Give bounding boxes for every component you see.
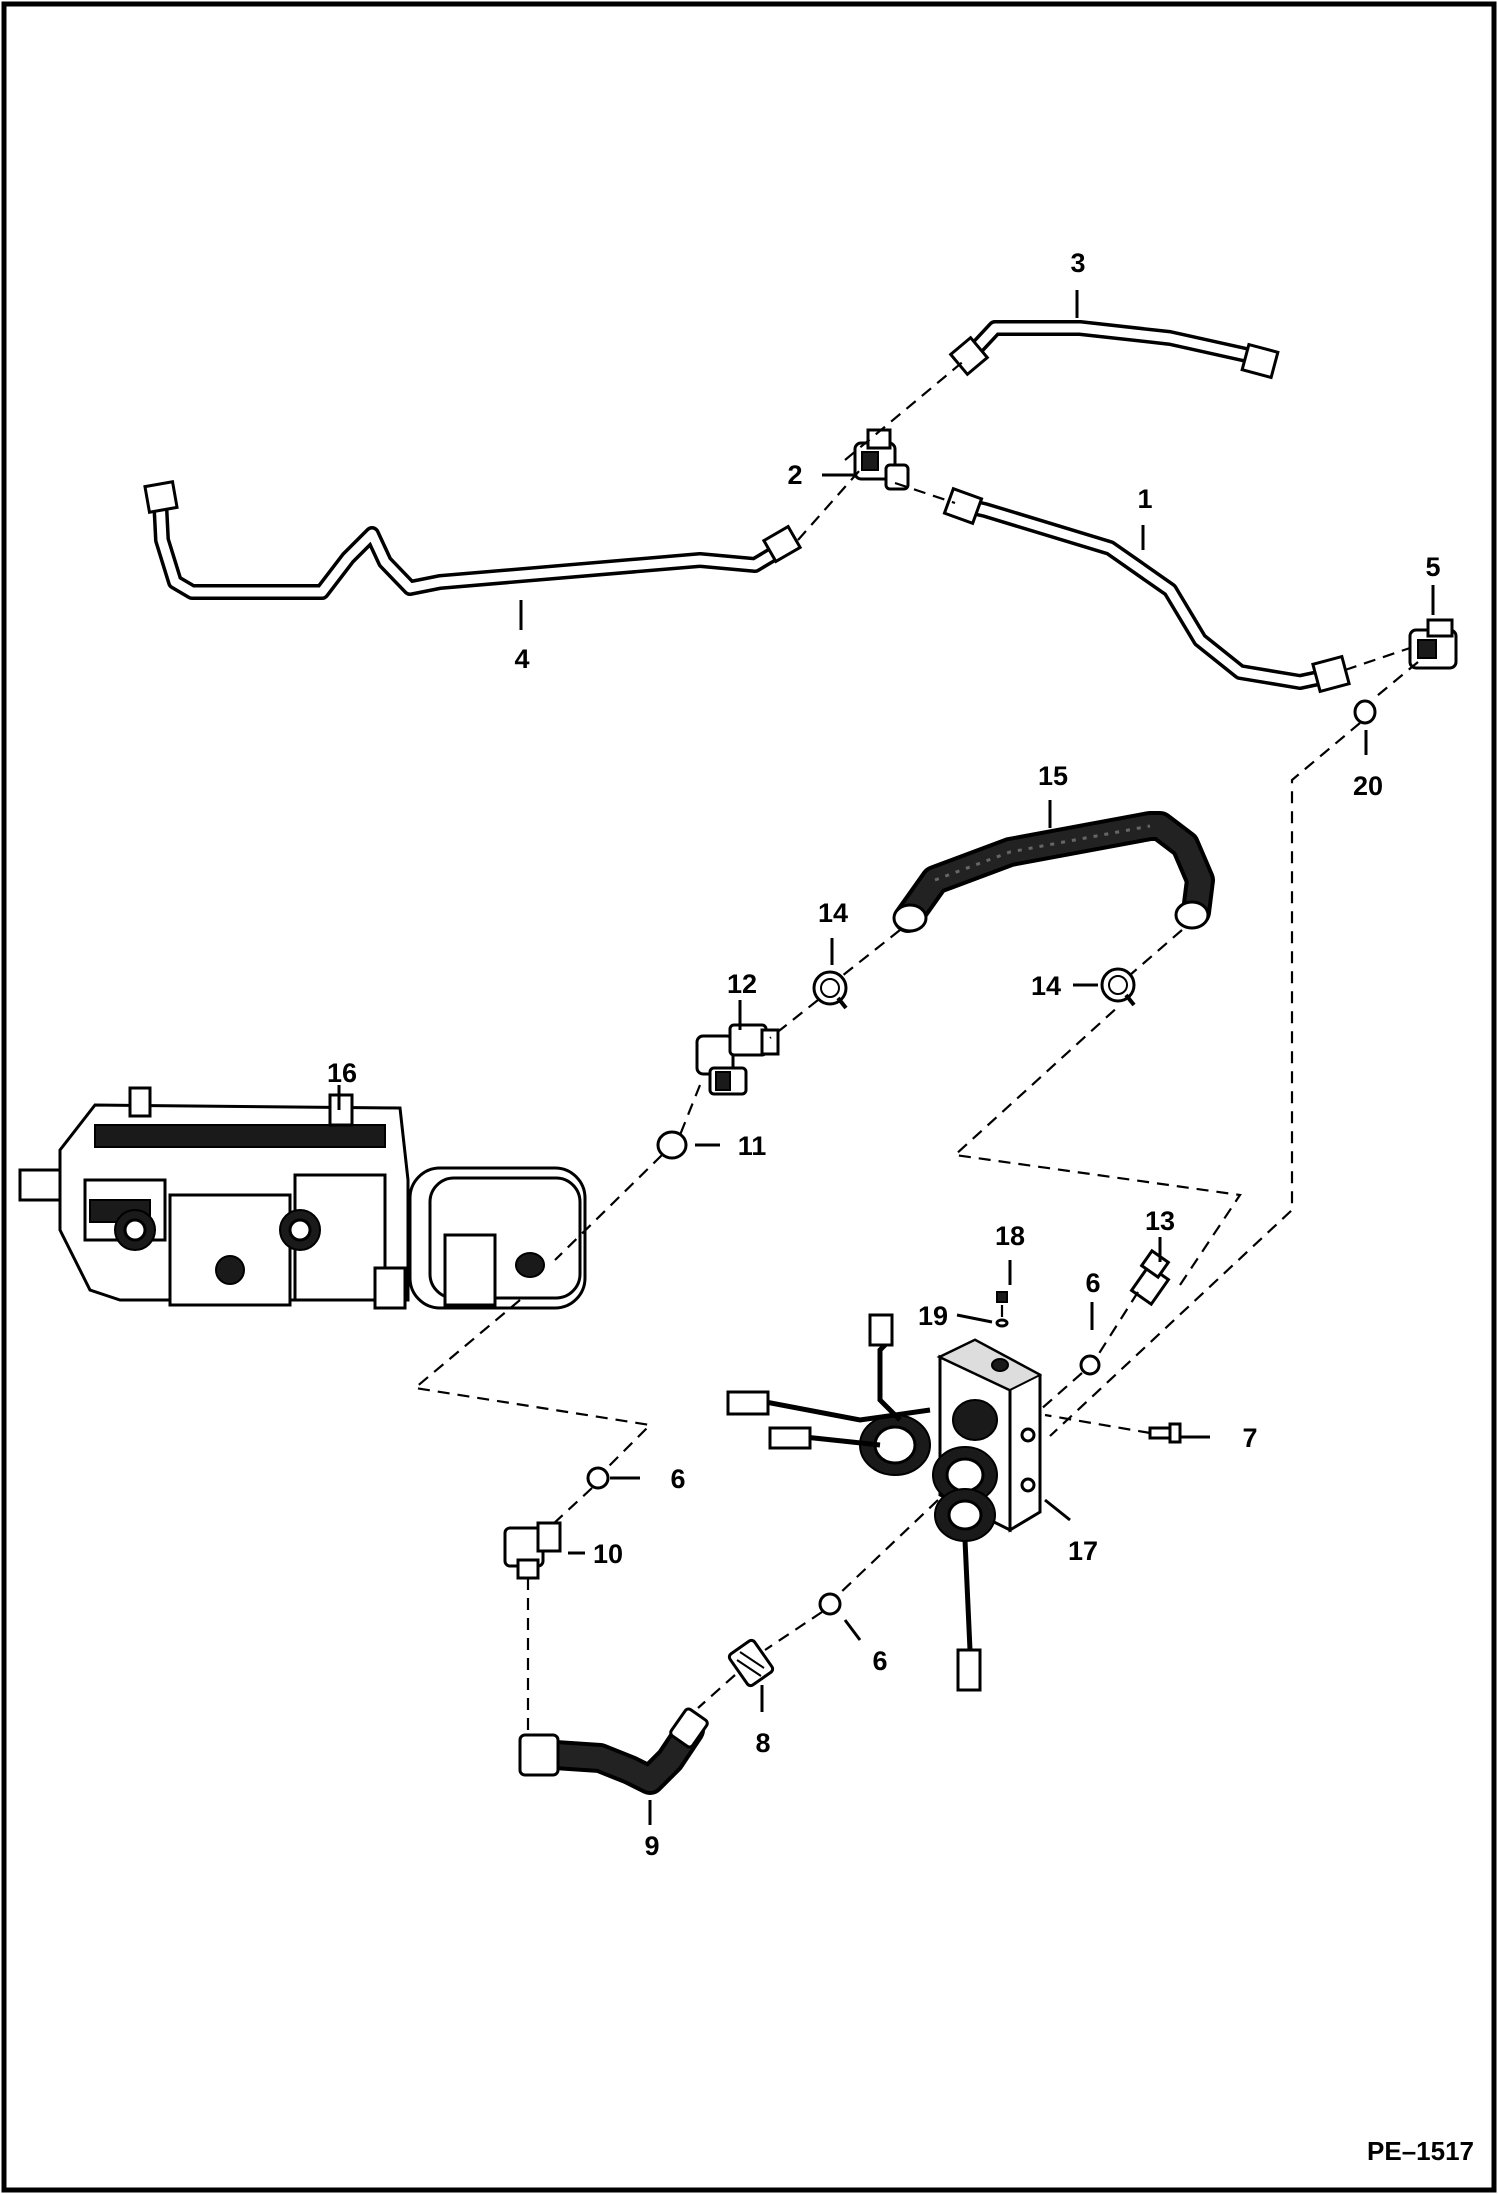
callout-2: 2: [787, 460, 802, 490]
clamp-14-right: [1100, 967, 1136, 1007]
callout-6-left: 6: [670, 1464, 685, 1494]
callout-7: 7: [1242, 1423, 1257, 1453]
fitting-2: [853, 428, 910, 491]
callout-labels: 3 2 1 4 5 20 15 14 14 12 11 16 18 19 6 1…: [327, 248, 1441, 1861]
plug-18: [996, 1291, 1008, 1303]
callout-17: 17: [1068, 1536, 1098, 1566]
callout-11: 11: [738, 1131, 767, 1161]
screw-7: [1148, 1422, 1182, 1444]
o-ring-6-left: [586, 1466, 610, 1490]
valve-block-17: [726, 1313, 1043, 1692]
o-ring-19: [995, 1318, 1009, 1328]
hose-15: [892, 811, 1215, 933]
elbow-fitting-10: [503, 1521, 562, 1580]
callout-6-block: 6: [1085, 1268, 1100, 1298]
tube-3: [948, 320, 1280, 380]
callout-5: 5: [1425, 552, 1440, 582]
clamp-14-left: [812, 970, 848, 1010]
callout-3: 3: [1070, 248, 1085, 278]
callout-19: 19: [918, 1301, 948, 1331]
callout-18: 18: [995, 1221, 1025, 1251]
callout-14-right: 14: [1031, 971, 1061, 1001]
leader-lines: [337, 290, 1435, 1825]
callout-10: 10: [593, 1539, 623, 1569]
tube-4: [143, 480, 803, 600]
callout-20: 20: [1353, 771, 1383, 801]
callout-9: 9: [644, 1831, 659, 1861]
callout-15: 15: [1038, 761, 1068, 791]
fitting-12: [695, 1023, 780, 1096]
o-ring-6-lower: [818, 1592, 842, 1616]
figure-code: PE–1517: [1367, 2136, 1474, 2166]
fitting-13: [1129, 1248, 1171, 1307]
pump-16: [18, 1086, 587, 1310]
tube-1: [942, 486, 1351, 694]
assembly-paths: [412, 359, 1419, 1735]
callout-14-left: 14: [818, 898, 848, 928]
o-ring-6-block: [1079, 1354, 1101, 1376]
callout-4: 4: [514, 644, 529, 674]
adapter-fitting-8: [727, 1638, 775, 1688]
o-ring-20: [1353, 699, 1377, 725]
fitting-5: [1408, 618, 1458, 670]
callout-13: 13: [1145, 1206, 1175, 1236]
callout-6-lower: 6: [872, 1646, 887, 1676]
callout-8: 8: [755, 1728, 770, 1758]
hose-9: [518, 1707, 709, 1795]
callout-1: 1: [1137, 484, 1152, 514]
o-ring-11: [656, 1130, 688, 1160]
callout-16: 16: [327, 1058, 357, 1088]
callout-12: 12: [727, 969, 757, 999]
